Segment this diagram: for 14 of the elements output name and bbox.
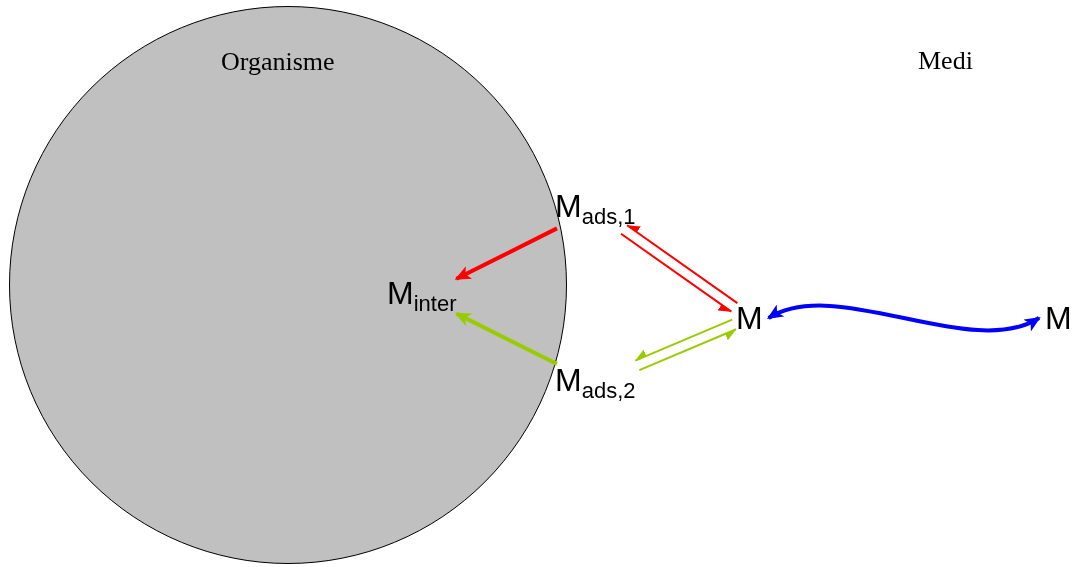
region-title: Medi [918,46,973,76]
species-label: M$_{inter}$ [387,277,457,316]
arrow [620,232,733,313]
arrow [634,318,734,362]
region-title: Organisme [221,47,335,77]
arrow [626,224,739,305]
species-label: M [736,302,763,334]
species-label: M$_{ads,1}$ [555,190,636,229]
arrow [454,226,558,281]
arrow [638,328,738,372]
species-label: M [1045,302,1072,334]
species-label: M$_{ads,2}$ [555,364,636,403]
arrow [766,303,1041,333]
arrow [454,311,558,366]
